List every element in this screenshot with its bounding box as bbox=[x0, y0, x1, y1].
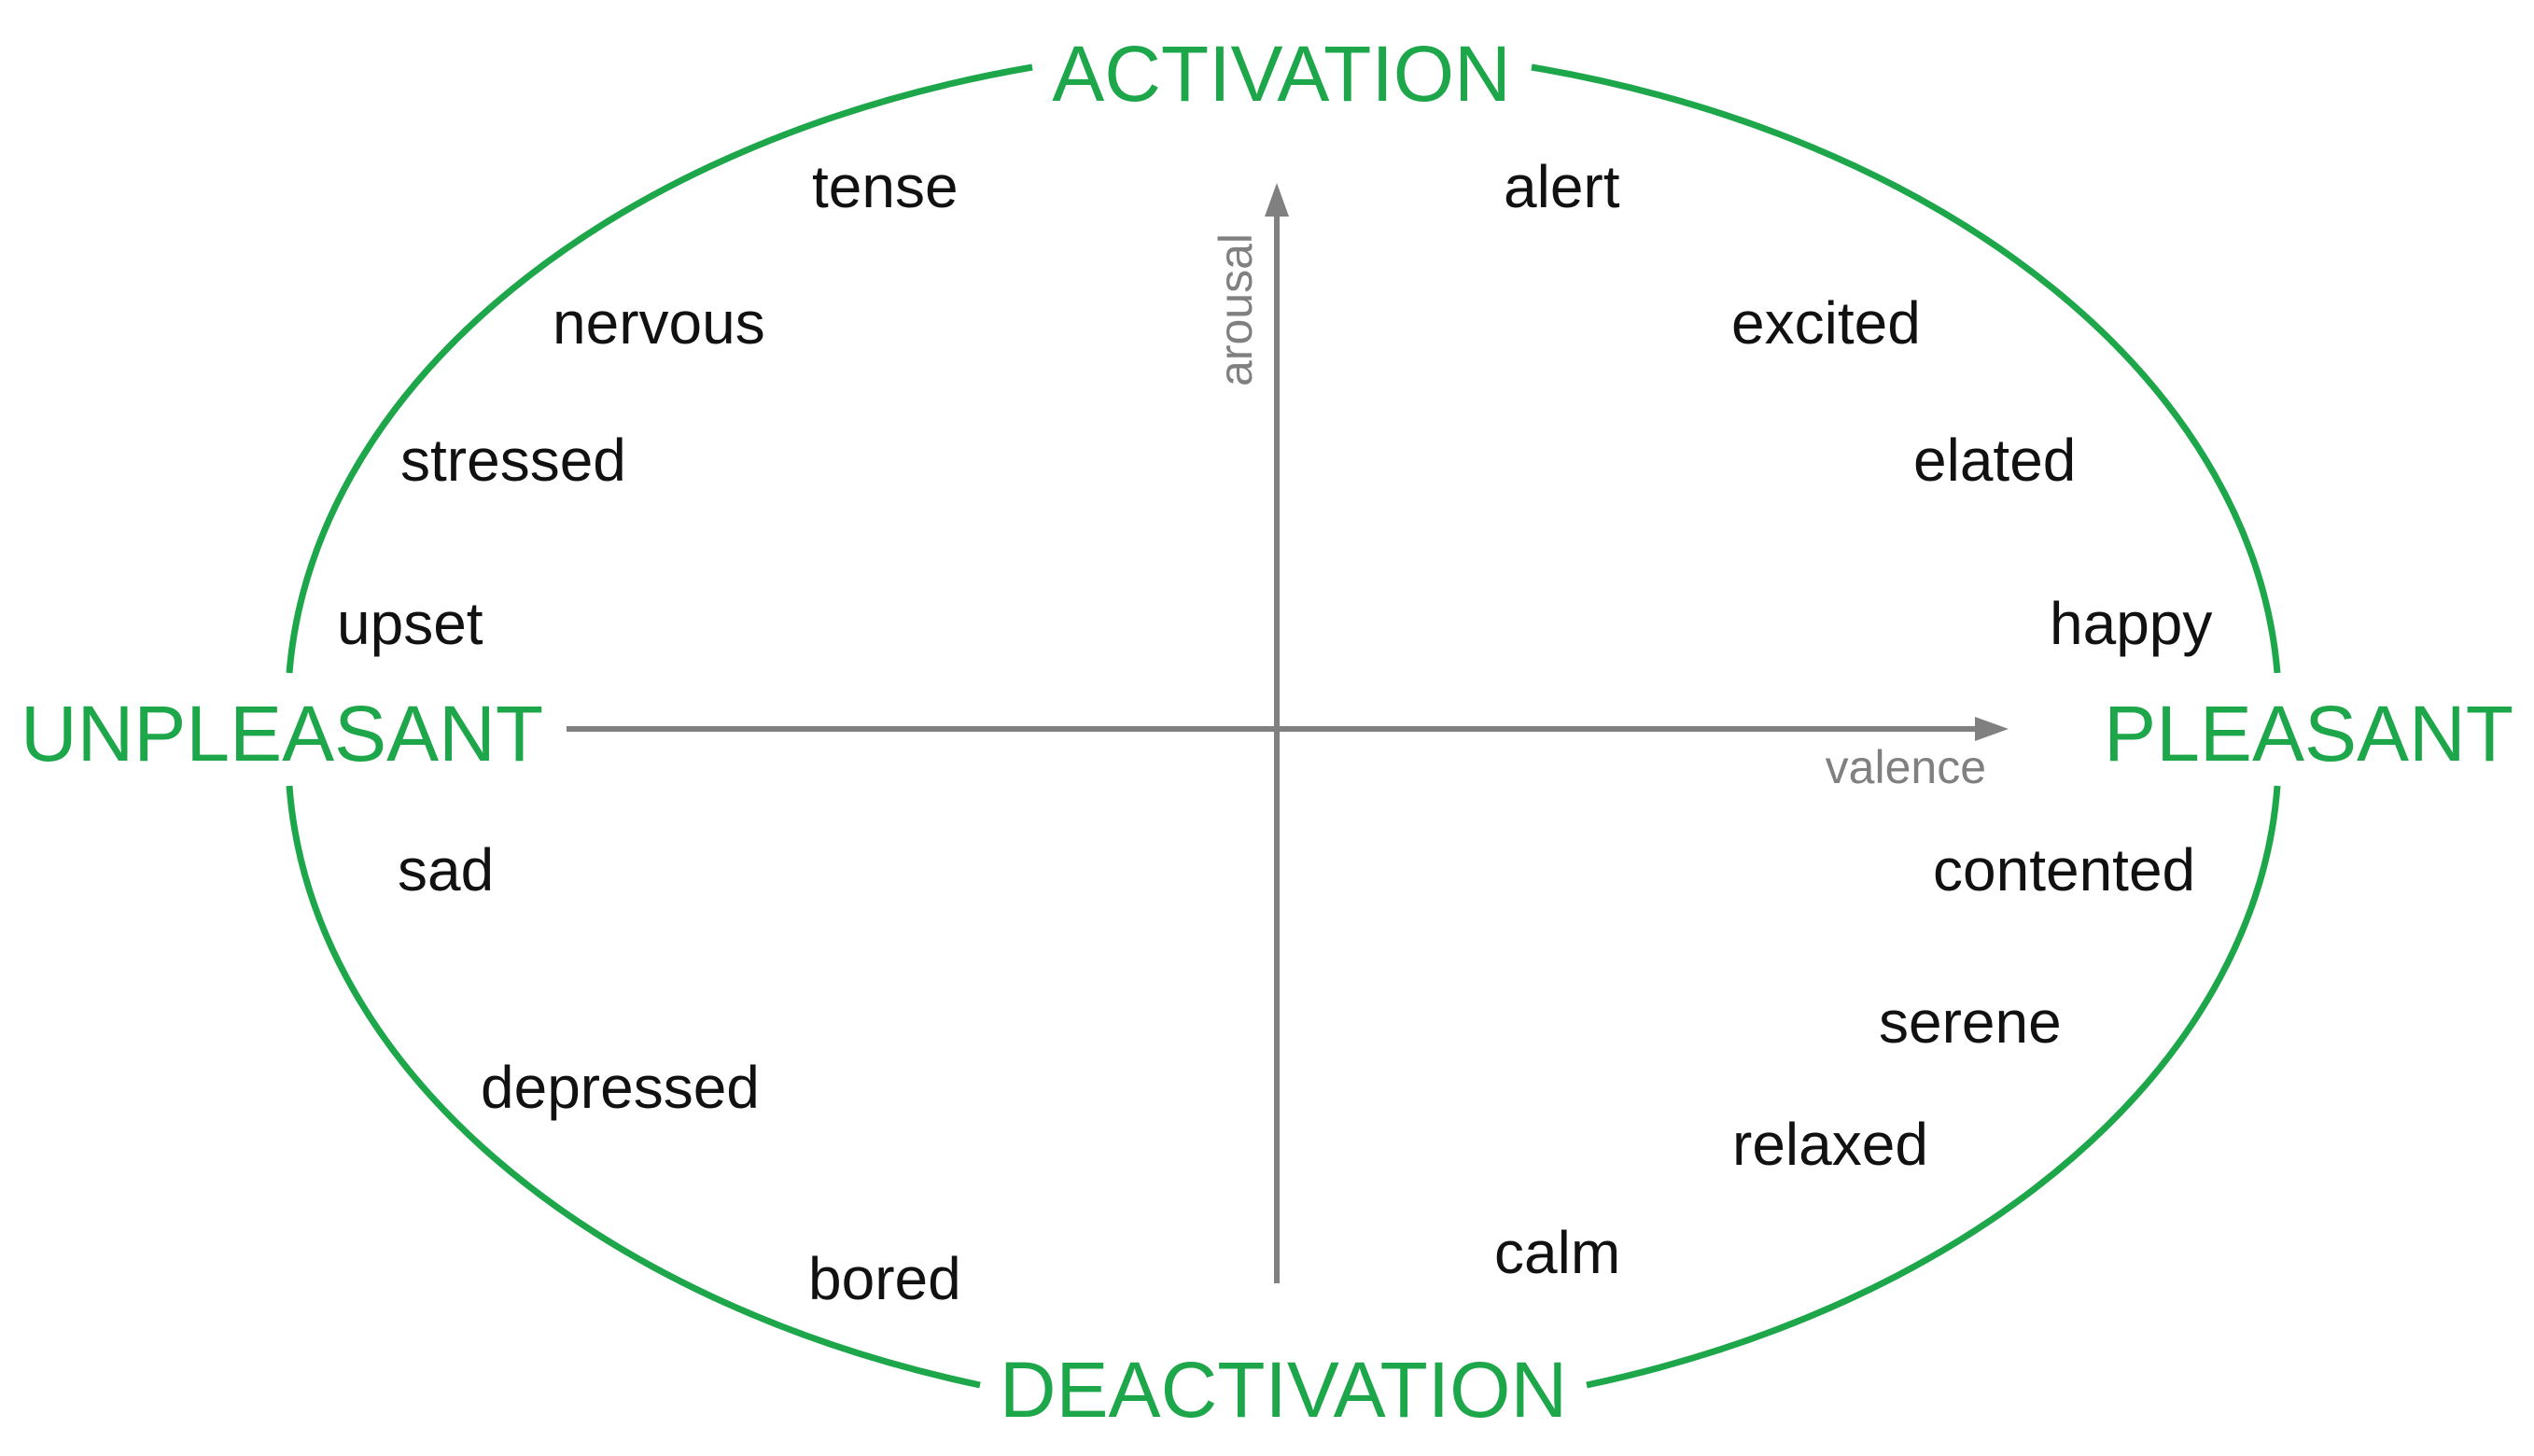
valence-arrow-icon bbox=[1975, 717, 2009, 741]
ellipse-arc-top-right bbox=[1531, 63, 2281, 674]
word-excited: excited bbox=[1731, 289, 1921, 357]
pole-deactivation: DEACTIVATION bbox=[1000, 1346, 1567, 1434]
word-alert: alert bbox=[1504, 153, 1620, 220]
pole-labels: ACTIVATION DEACTIVATION UNPLEASANT PLEAS… bbox=[21, 30, 2513, 1434]
ellipse-arc-bottom-left bbox=[286, 785, 981, 1389]
word-stressed: stressed bbox=[400, 427, 626, 494]
word-serene: serene bbox=[1879, 988, 2062, 1056]
word-tense: tense bbox=[812, 153, 959, 220]
ellipse-arc-top-left bbox=[286, 63, 1033, 674]
valence-axis-label: valence bbox=[1826, 741, 1986, 793]
word-happy: happy bbox=[2050, 590, 2212, 657]
word-sad: sad bbox=[398, 836, 494, 903]
arousal-axis-label: arousal bbox=[1210, 233, 1262, 386]
word-contented: contented bbox=[1933, 836, 2195, 903]
word-calm: calm bbox=[1494, 1219, 1620, 1286]
ellipse-arc-bottom-right bbox=[1586, 785, 2281, 1389]
arousal-arrow-icon bbox=[1265, 183, 1289, 217]
word-depressed: depressed bbox=[481, 1054, 760, 1121]
word-elated: elated bbox=[1913, 427, 2076, 494]
word-relaxed: relaxed bbox=[1732, 1111, 1928, 1178]
pole-unpleasant: UNPLEASANT bbox=[21, 690, 543, 777]
emotion-words: tense nervous stressed upset sad depress… bbox=[337, 153, 2212, 1312]
pole-pleasant: PLEASANT bbox=[2104, 690, 2513, 777]
word-bored: bored bbox=[808, 1245, 961, 1312]
word-upset: upset bbox=[337, 590, 483, 657]
pole-activation: ACTIVATION bbox=[1052, 30, 1511, 118]
emotion-ellipse bbox=[286, 63, 2281, 1389]
word-nervous: nervous bbox=[553, 289, 765, 357]
axes: arousal valence bbox=[567, 183, 2009, 1283]
